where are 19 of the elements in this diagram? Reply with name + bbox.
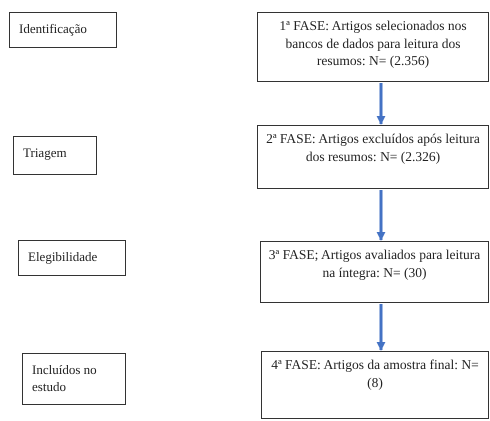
stage-box: [9, 12, 117, 48]
phase-box: [260, 241, 489, 303]
phase-box: [257, 12, 489, 82]
phase-text: 1ª FASE: Artigos selecionados nos bancos de dados para leitura dos resumos: N= (2.356): [278, 17, 468, 70]
arrow: [376, 304, 386, 351]
stage-label: Elegibilidade: [28, 249, 98, 266]
phase-text: 3ª FASE; Artigos avaliados para leitura na íntegra: N= (30): [268, 246, 482, 282]
phase-text: 4ª FASE: Artigos da amostra final: N= (8): [270, 356, 480, 392]
phase-box: [257, 125, 489, 189]
arrow: [376, 83, 386, 125]
phase-box: [261, 351, 489, 419]
stage-label: Identificação: [19, 21, 87, 38]
stage-label: Incluídos no estudo: [32, 362, 98, 396]
stage-box: [18, 240, 126, 276]
stage-label: Triagem: [23, 145, 67, 162]
stage-box: [22, 353, 126, 405]
phase-text: 2ª FASE: Artigos excluídos após leitura dos resumos: N= (2.326): [265, 130, 481, 166]
stage-box: [13, 136, 97, 175]
arrow: [376, 190, 386, 241]
